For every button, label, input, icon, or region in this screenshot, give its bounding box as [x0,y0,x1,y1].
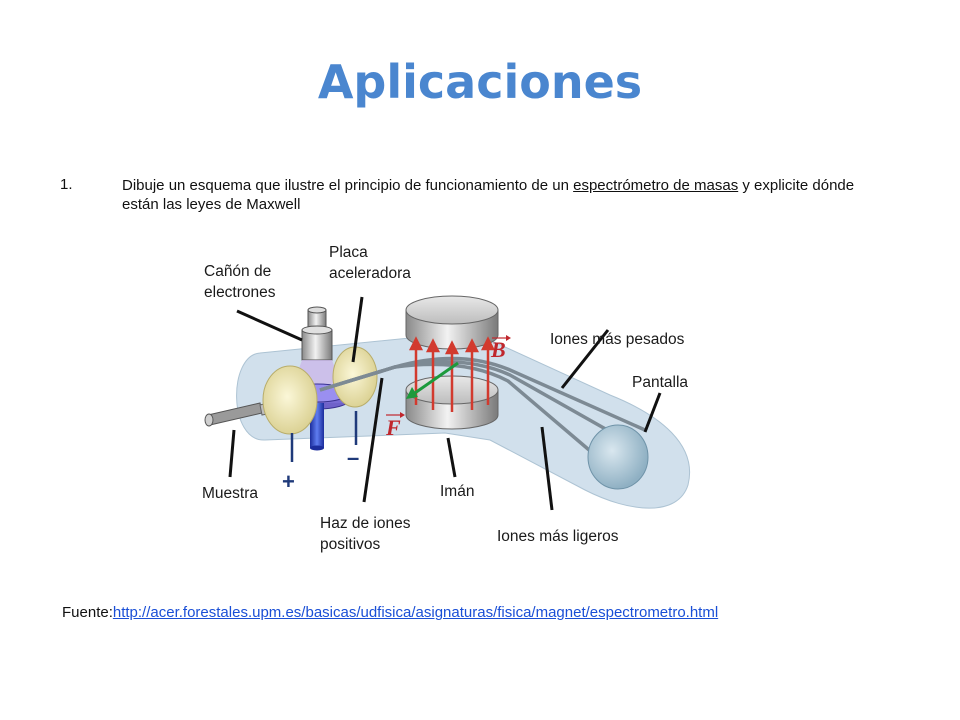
leader-lines [228,296,662,511]
label-placa-l2: aceleradora [329,265,411,282]
symbol-f: F [385,415,401,440]
force-arrow [406,361,459,399]
question-text-line2: están las leyes de Maxwell [122,196,301,213]
question-text: Dibuje un esquema que ilustre el princip… [122,176,912,214]
label-iman: Imán [440,483,474,500]
ion-beam [319,356,646,457]
question-text-after: y explicite dónde [738,177,855,194]
label-canon-l2: electrones [204,284,276,301]
force-symbol-f: F [385,412,405,440]
source-label: Fuente: [62,604,113,621]
magnet [405,295,499,430]
electrode-plate-positive [262,365,318,435]
detector-screen [587,424,649,490]
page-title: Aplicaciones [317,55,643,109]
label-pantalla: Pantalla [632,374,688,391]
source-citation: Fuente:http://acer.forestales.upm.es/bas… [62,604,718,621]
plus-sign: + [282,469,295,494]
symbol-b: B [490,337,506,362]
label-haz-l2: positivos [320,536,381,553]
minus-sign: – [347,445,359,470]
label-iones-pesados: Iones más pesados [550,331,685,348]
label-iones-ligeros: Iones más ligeros [497,528,619,545]
label-placa-l1: Placa [329,244,368,261]
label-haz-l1: Haz de iones [320,515,411,532]
question-number: 1. [60,176,73,193]
question-text-before: Dibuje un esquema que ilustre el princip… [122,177,574,194]
polarity-marks [290,411,358,462]
source-link[interactable]: http://acer.forestales.upm.es/basicas/ud… [112,604,719,621]
field-symbol-b: B [490,335,511,362]
mass-spectrometer-diagram: Cañón de electrones Placa aceleradora Io… [202,244,691,553]
label-canon-l1: Cañón de [204,263,271,280]
label-muestra: Muestra [202,485,258,502]
magnetic-field-arrows [408,336,496,412]
spectrometer-term: espectrómetro de masas [573,177,739,194]
